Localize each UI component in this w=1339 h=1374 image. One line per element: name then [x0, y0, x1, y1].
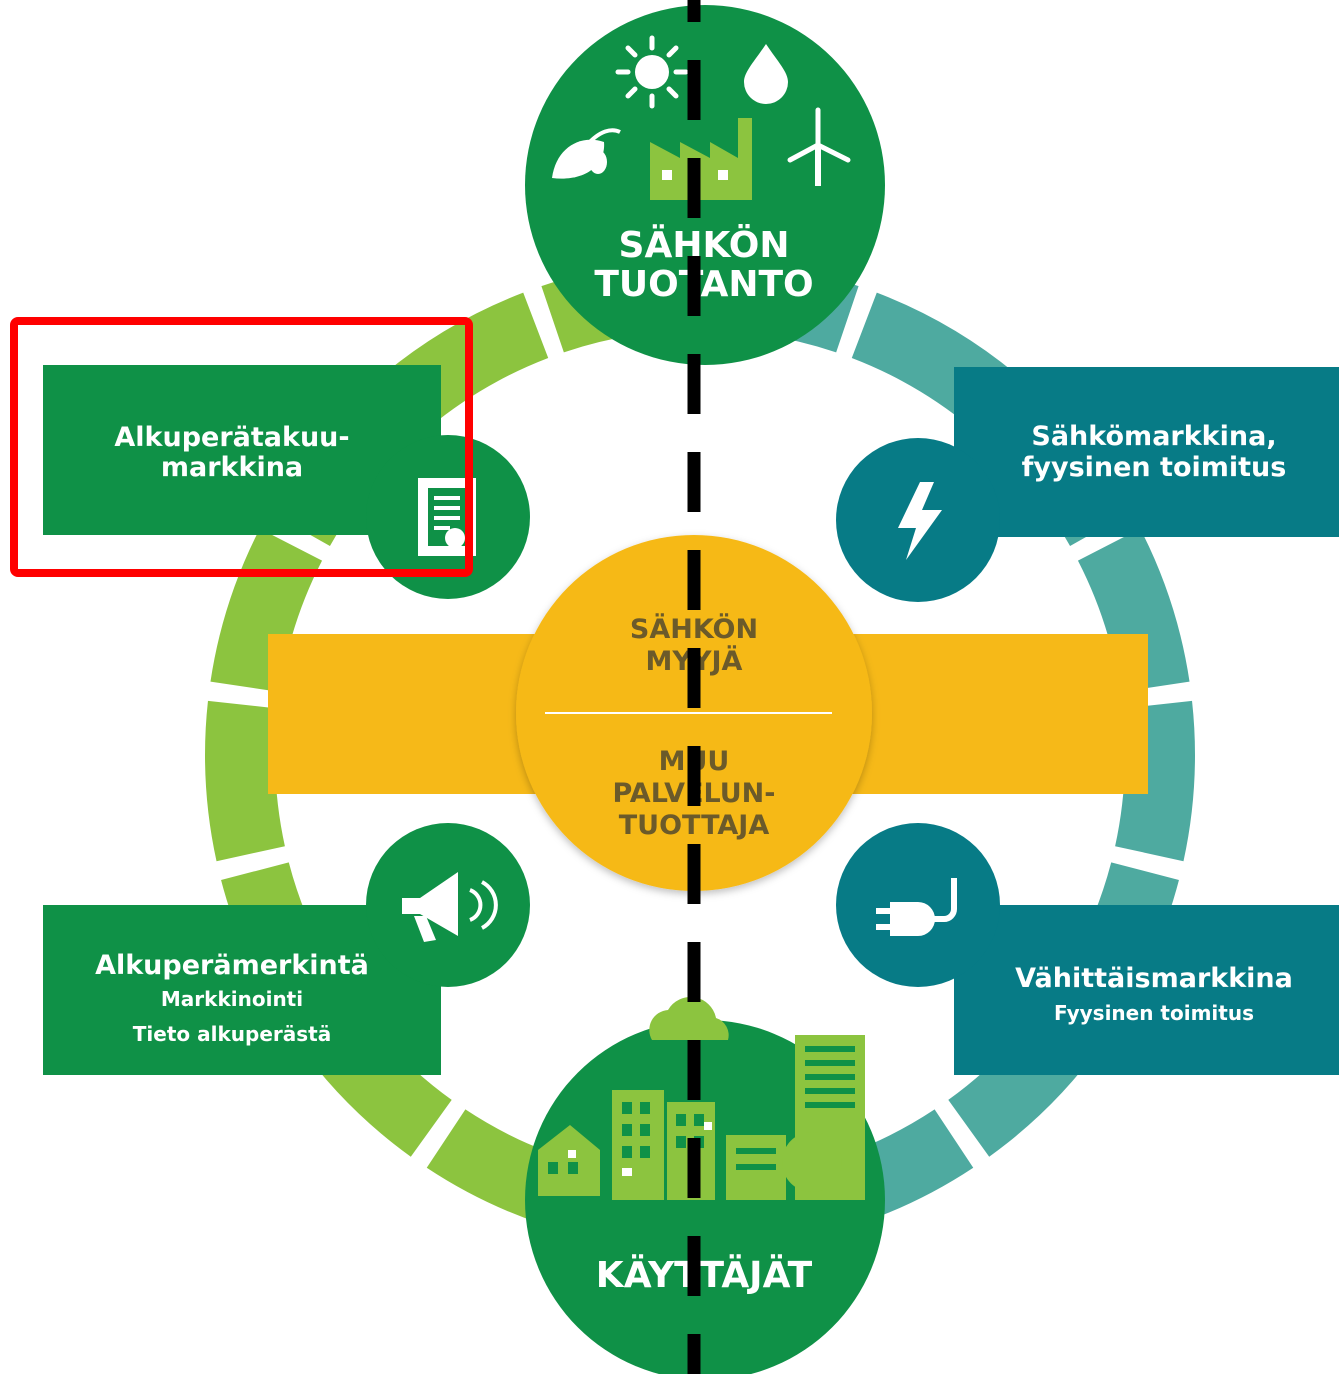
right-top-line1: Sähkömarkkina,: [1031, 421, 1276, 452]
top-title-line1: SÄHKÖN: [619, 224, 790, 266]
left-bottom-title: Alkuperämerkintä: [95, 950, 369, 981]
megaphone-icon: [402, 872, 498, 942]
right-top-box: [954, 367, 1339, 537]
left-top-line1: Alkuperätakuu-: [114, 422, 349, 453]
city-buildings-icon: [538, 997, 865, 1200]
right-bottom-box: [954, 905, 1339, 1075]
top-title-line2: TUOTANTO: [594, 264, 813, 305]
left-top-section: Alkuperätakuu- markkina: [10, 317, 530, 599]
center-bottom-line3: TUOTTAJA: [619, 810, 770, 841]
lightning-bolt-icon: [898, 482, 942, 560]
certificate-document-icon: [418, 478, 476, 556]
left-top-line2: markkina: [161, 452, 303, 483]
bottom-node: KÄYTTÄJÄT: [525, 997, 885, 1374]
right-top-line2: fyysinen toimitus: [1022, 452, 1287, 483]
water-drop-icon: [744, 44, 788, 104]
power-plug-icon: [876, 878, 957, 936]
outer-ring: [205, 260, 1195, 1250]
right-bottom-title: Vähittäismarkkina: [1015, 963, 1293, 994]
left-bottom-section: Alkuperämerkintä Markkinointi Tieto alku…: [43, 823, 530, 1075]
bottom-title: KÄYTTÄJÄT: [596, 1254, 813, 1296]
ring-left-arc: [205, 260, 701, 1250]
ring-right-arc: [699, 260, 1195, 1250]
right-bottom-line1: Fyysinen toimitus: [1054, 1001, 1254, 1025]
highlight-box: [10, 317, 473, 577]
top-node: SÄHKÖN TUOTANTO: [525, 5, 885, 365]
center-top-line1: SÄHKÖN: [630, 612, 758, 645]
right-top-section: Sähkömarkkina, fyysinen toimitus: [836, 367, 1339, 602]
leaf-seed-icon: [552, 128, 621, 179]
wind-turbine-icon: [787, 107, 851, 186]
sun-icon: [615, 35, 689, 109]
right-bottom-section: Vähittäismarkkina Fyysinen toimitus: [836, 823, 1339, 1075]
left-bottom-line2: Tieto alkuperästä: [133, 1022, 331, 1046]
left-bottom-line1: Markkinointi: [161, 987, 303, 1011]
